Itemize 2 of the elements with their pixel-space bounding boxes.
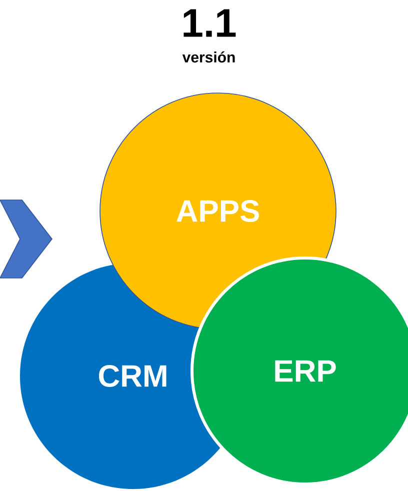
- title: 1.1: [184, 9, 236, 37]
- subtitle: versión: [182, 51, 235, 63]
